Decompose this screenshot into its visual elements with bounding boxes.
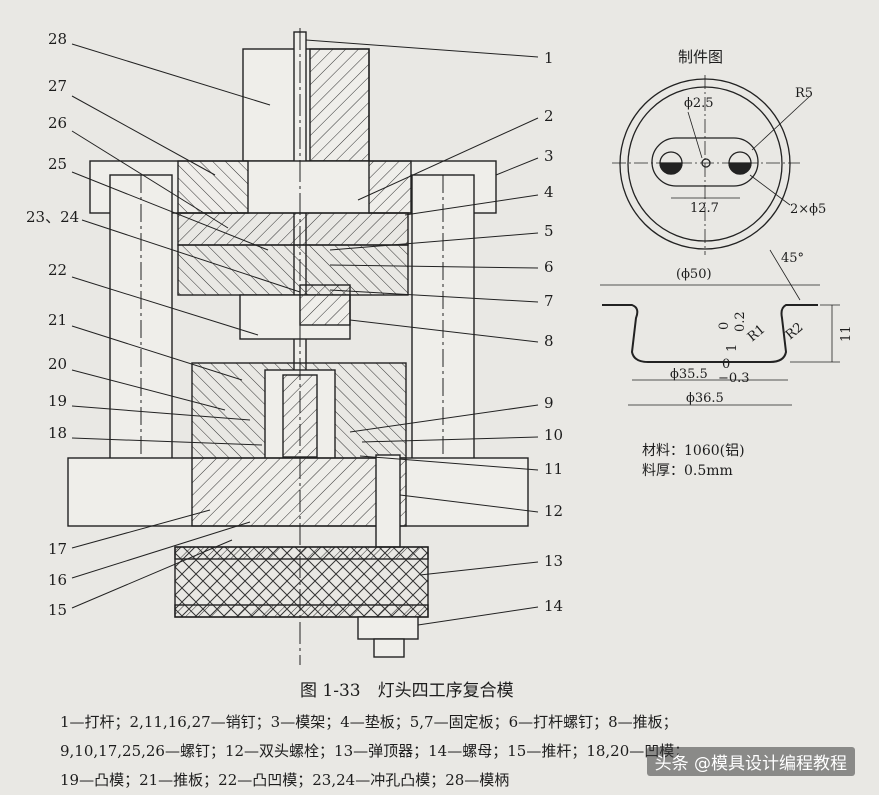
dim-w127: 12.7 <box>690 201 719 216</box>
upper-plate-hatch-l <box>177 160 249 214</box>
dim-a45: 45° <box>781 251 804 266</box>
legend-line: 9,10,17,25,26—螺钉；12—双头螺栓；13—弹顶器；14—螺母；15… <box>60 742 690 760</box>
label-21: 21 <box>48 311 68 329</box>
dim-d25: ϕ2.5 <box>684 96 714 111</box>
dim-r5: R5 <box>795 86 813 101</box>
label-1: 1 <box>544 49 554 67</box>
part-drawing <box>600 75 840 406</box>
dim-d50: (ϕ50) <box>676 267 712 282</box>
label-15: 15 <box>48 601 68 619</box>
label-11: 11 <box>544 460 564 478</box>
nut-14 <box>357 616 419 640</box>
label-23-24: 23、24 <box>26 208 80 226</box>
label-5: 5 <box>544 222 554 240</box>
material-spec: 材料：1060(铝) 料厚：0.5mm <box>642 441 745 481</box>
parts-legend: 1—打杆；2,11,16,27—销钉；3—模架；4—垫板；5,7—固定板；6—打… <box>60 708 689 795</box>
ejector-plate-bottom <box>174 604 429 618</box>
label-22: 22 <box>48 261 68 279</box>
label-20: 20 <box>48 355 68 373</box>
figure-caption: 图 1-33 灯头四工序复合模 <box>300 681 514 701</box>
label-16: 16 <box>48 571 68 589</box>
label-12: 12 <box>544 502 564 520</box>
bolt-end <box>373 638 405 658</box>
label-17: 17 <box>48 540 68 558</box>
legend-line: 19—凸模；21—推板；22—凸凹模；23,24—冲孔凸模；28—模柄 <box>60 771 510 789</box>
part-section <box>602 304 818 363</box>
label-28: 28 <box>48 30 68 48</box>
label-3: 3 <box>544 147 554 165</box>
material-line: 材料：1060(铝) <box>642 443 745 459</box>
label-13: 13 <box>544 552 564 570</box>
label-10: 10 <box>544 426 564 444</box>
stud-bolt-12 <box>375 454 401 548</box>
hole-fill-left <box>659 162 683 175</box>
dim-d365: ϕ36.5 <box>686 391 724 406</box>
label-27: 27 <box>48 77 68 95</box>
label-4: 4 <box>544 183 554 201</box>
part-drawing-title: 制件图 <box>678 48 723 66</box>
fixing-plate-5 <box>177 244 409 296</box>
dim-d355: ϕ35.5 <box>670 367 708 382</box>
label-7: 7 <box>544 292 554 310</box>
shank-hatch <box>309 48 370 162</box>
ejector-plate-top <box>174 546 429 560</box>
label-25: 25 <box>48 155 68 173</box>
label-9: 9 <box>544 394 554 412</box>
hole-fill-right <box>728 162 752 175</box>
label-18: 18 <box>48 424 68 442</box>
dim-h0: 0 <box>717 322 732 330</box>
dim-t02: 0.2 <box>733 311 748 332</box>
dim-tol-low: −0.3 <box>718 371 750 386</box>
label-2: 2 <box>544 107 554 125</box>
lower-plate-hatch <box>191 457 407 527</box>
thickness-line: 料厚：0.5mm <box>642 463 733 479</box>
leader-lines <box>71 39 539 626</box>
label-26: 26 <box>48 114 68 132</box>
label-14: 14 <box>544 597 564 615</box>
dim-h11: 11 <box>839 325 854 342</box>
dim-r1: R1 <box>745 322 768 345</box>
label-19: 19 <box>48 392 68 410</box>
legend-line: 1—打杆；2,11,16,27—销钉；3—模架；4—垫板；5,7—固定板；6—打… <box>60 713 678 731</box>
dim-r2: R2 <box>783 320 806 343</box>
dim-tol-up: 0 <box>722 357 730 372</box>
upper-plate-hatch-r <box>368 160 412 214</box>
main-assembly <box>67 28 529 665</box>
label-6: 6 <box>544 258 554 276</box>
dim-hole: 2×ϕ5 <box>790 202 826 217</box>
dim-h1: 1 <box>725 344 740 352</box>
label-8: 8 <box>544 332 554 350</box>
watermark: 头条 @模具设计编程教程 <box>646 747 855 776</box>
